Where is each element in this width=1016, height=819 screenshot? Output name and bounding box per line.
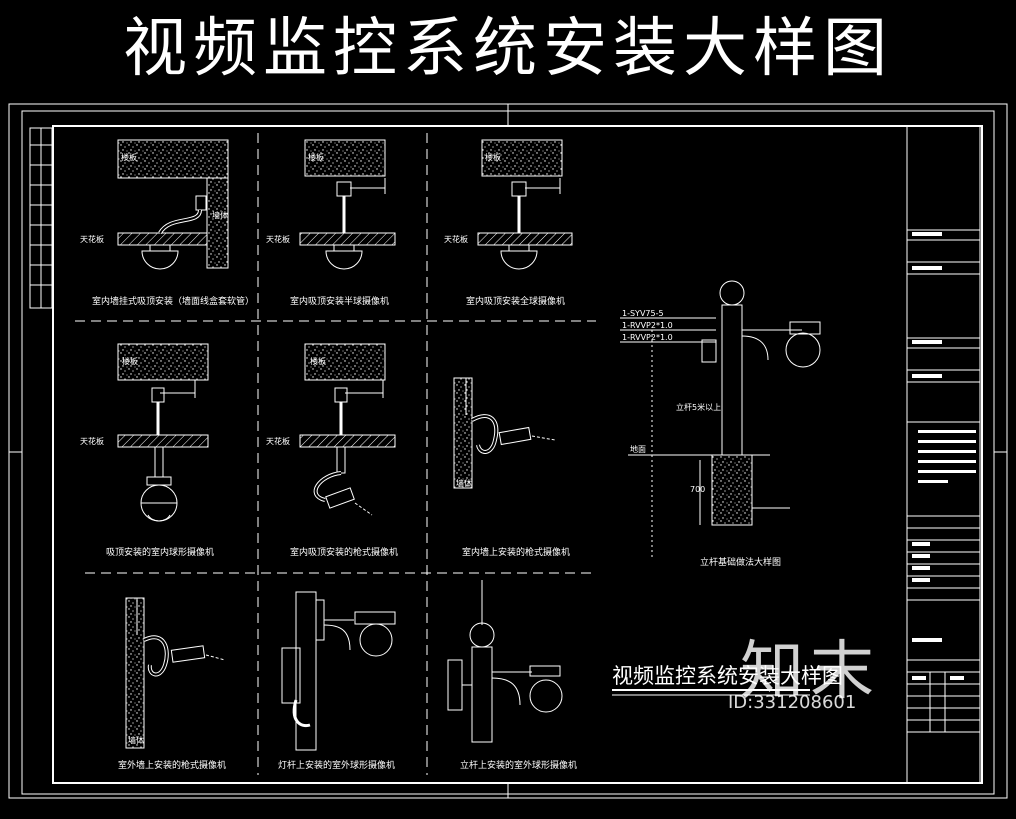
left-revision-strip: [29, 127, 53, 309]
caption-3: 室内吸顶安装全球摄像机: [466, 297, 566, 307]
label-ceiling-5: 天花板: [266, 437, 290, 446]
cable-3: 1-RVVP2*1.0: [622, 333, 673, 342]
caption-5: 室内吸顶安装的枪式摄像机: [290, 548, 399, 558]
caption-8: 灯杆上安装的室外球形摄像机: [278, 761, 396, 771]
drawing-title: 视频监控系统安装大样图: [123, 12, 893, 86]
detail-outdoor-wall-bullet: [125, 597, 226, 749]
label-ceiling-4: 天花板: [80, 437, 104, 446]
watermark-id: ID:331208601: [728, 692, 857, 713]
watermark-brand: 知末: [740, 635, 880, 709]
label-ceiling-3: 天花板: [444, 235, 468, 244]
label-ceiling-2: 天花板: [266, 235, 290, 244]
label-floor-1: 楼板: [121, 153, 137, 162]
detail-half-dome: [299, 139, 396, 270]
detail-ceiling-bullet: [299, 343, 396, 516]
label-wall-1: 墙体: [212, 211, 228, 220]
caption-10: 立杆基础做法大样图: [700, 558, 782, 568]
label-pole-height: 立杆5米以上: [676, 403, 722, 412]
stamp-title: 视频监控系统安装大样图: [612, 664, 843, 688]
cable-1: 1-SYV75-5: [622, 309, 664, 318]
label-wall-2: 墙体: [456, 479, 472, 488]
label-floor-2: 楼板: [308, 153, 324, 162]
panel-dividers: [75, 133, 596, 775]
caption-9: 立杆上安装的室外球形摄像机: [460, 761, 578, 771]
label-ground: 地面: [630, 445, 646, 454]
detail-pole-foundation: [620, 280, 821, 560]
caption-4: 吸顶安装的室内球形摄像机: [106, 548, 215, 558]
caption-2: 室内吸顶安装半球摄像机: [290, 297, 390, 307]
detail-full-dome: [477, 139, 573, 270]
caption-7: 室外墙上安装的枪式摄像机: [118, 761, 227, 771]
label-floor-5: 楼板: [310, 357, 326, 366]
cable-2: 1-RVVP2*1.0: [622, 321, 673, 330]
detail-wall-dome: [117, 139, 229, 270]
detail-pendant-dome: [117, 343, 209, 522]
caption-1: 室内墙挂式吸顶安装（墙面线盒套软管）: [92, 297, 255, 307]
label-depth: 700: [690, 485, 706, 494]
label-floor-4: 楼板: [122, 357, 138, 366]
detail-post-dome: [447, 580, 563, 743]
detail-lamp-pole-dome: [281, 591, 396, 751]
caption-6: 室内墙上安装的枪式摄像机: [462, 548, 571, 558]
detail-wall-bullet: [453, 377, 556, 489]
label-wall-3: 墙体: [128, 736, 144, 745]
label-ceiling-1: 天花板: [80, 235, 104, 244]
title-block: [906, 126, 981, 783]
label-floor-3: 楼板: [485, 153, 501, 162]
